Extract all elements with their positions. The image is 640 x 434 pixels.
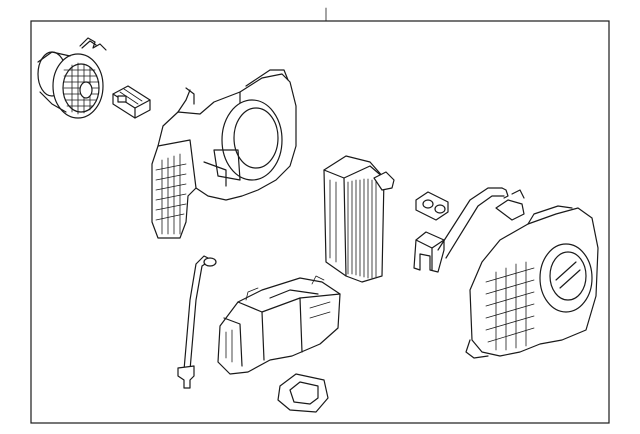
valve-bracket [413, 191, 449, 273]
lower-case [217, 275, 341, 375]
assembly-frame [30, 20, 610, 424]
heater-case-right [465, 205, 599, 359]
wire-clip [79, 37, 107, 51]
heater-pipe [437, 187, 525, 259]
blower-case-upper [151, 69, 297, 239]
resistor-connector [112, 85, 151, 119]
heater-core [323, 155, 395, 283]
seal-gasket [277, 373, 329, 413]
blower-motor-fan [37, 51, 104, 119]
drain-hose [177, 255, 217, 389]
